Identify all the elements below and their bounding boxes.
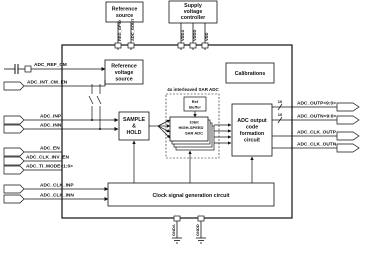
supply-label-2: voltage [184,9,203,15]
sh-label-3: HOLD [126,130,141,136]
ref-buffer-label-1: Ref [192,99,199,104]
rvs-label-2: voltage [115,70,134,76]
supply-label-1: Supply [184,3,202,9]
input-adc-clk-inp: ADC_CLK_INP [40,183,74,189]
reference-voltage-source-block: Reference voltage source [104,59,144,85]
sh-label-1: SAMPLE [123,117,146,123]
reference-source-label-2: source [116,13,133,19]
input-en-row: ADC_EN [3,146,62,157]
pin-reg-gpio: REG_GPIO [117,20,122,41]
bus-width-outn: 10 [278,112,283,117]
pin-adc-gout: ADC_GOUT [130,18,135,41]
input-clk-inp-row: ADC_CLK_INP [3,183,109,194]
ref-buffer-label-2: Buffer [189,105,201,110]
supply-label-3: controller [181,15,205,21]
input-clk-inv-en-row: ADC_CLK_INV_EN [3,155,69,166]
pin-gndd: GNDD [195,224,200,236]
input-clk-inn-row: ADC_CLK_INN [3,193,109,204]
output-rows: 10 10 ADC_OUTP<9:0> ADC_OUTN<9:0> ADC_CL… [272,99,360,153]
pin-vddd: VDDD [192,30,197,41]
output-adc-outp: ADC_OUTP<9:0> [297,101,336,107]
input-adc-inp: ADC_INP [40,114,62,120]
reference-source-label-1: Reference [112,7,138,13]
output-adc-clk-outn: ADC_CLK_OUTN [297,142,337,148]
bottom-pins: GNDA GNDD [171,215,206,244]
clock-gen-block: Clock signal generation circuit [107,140,275,207]
sar-group-title: 4x interleaved SAR ADC [167,87,219,92]
int-cm-en-row: ADC_INT_CM_EN [3,80,106,91]
input-adc-inn: ADC_INN [40,123,62,129]
occ-label-3: formation [240,131,264,137]
rvs-label-1: Reference [111,64,137,70]
input-adc-ti-mode: ADC_TI_MODE<1:0> [26,164,73,170]
pin-gnda: GNDA [171,224,176,236]
reference-source-block: Reference source [105,1,144,23]
input-adc-en: ADC_EN [40,146,60,152]
sar-label-1: 10bit [189,120,199,125]
sar-group: 4x interleaved SAR ADC Ref Buffer 10bit … [149,87,232,159]
pin-vdda: VDDA [180,30,185,41]
output-code-block: ADC output code formation circuit [231,103,273,157]
occ-label-4: circuit [244,138,260,144]
input-inp-row: ADC_INP [3,114,119,125]
clock-gen-label: Clock signal generation circuit [152,193,229,199]
occ-label-2: code [246,125,258,131]
sh-label-2: & [132,124,136,130]
cm-switches [88,84,102,130]
bus-width-outp: 10 [278,99,283,104]
input-adc-clk-inv-en: ADC_CLK_INV_EN [26,155,69,161]
output-adc-clk-outp: ADC_CLK_OUTP [297,130,337,136]
occ-label-1: ADC output [237,118,267,124]
sar-label-2: HIGH-SPEED [179,125,204,130]
input-ti-mode-row: ADC_TI_MODE<1:0> [3,164,73,175]
top-pins: REG_GPIO ADC_GOUT VDDA VDDD VDD [114,18,209,50]
supply-controller-block: Supply voltage controller [168,0,218,24]
output-adc-outn: ADC_OUTN<9:0> [297,114,336,120]
sar-label-3: SAR ADC [185,131,203,136]
pin-vdd: VDD [204,32,209,41]
sample-hold-block: SAMPLE & HOLD [118,111,150,141]
input-inn-row: ADC_INN [3,123,119,134]
calibrations-label: Calibrations [235,71,266,77]
calibrations-block: Calibrations [225,62,275,84]
input-adc-clk-inn: ADC_CLK_INN [40,193,74,199]
input-adc-ref-cm: ADC_REF_CM [34,62,67,68]
rvs-label-3: source [115,77,132,83]
ref-cm-row: ADC_REF_CM [4,62,106,74]
input-adc-int-cm-en: ADC_INT_CM_EN [27,80,68,86]
